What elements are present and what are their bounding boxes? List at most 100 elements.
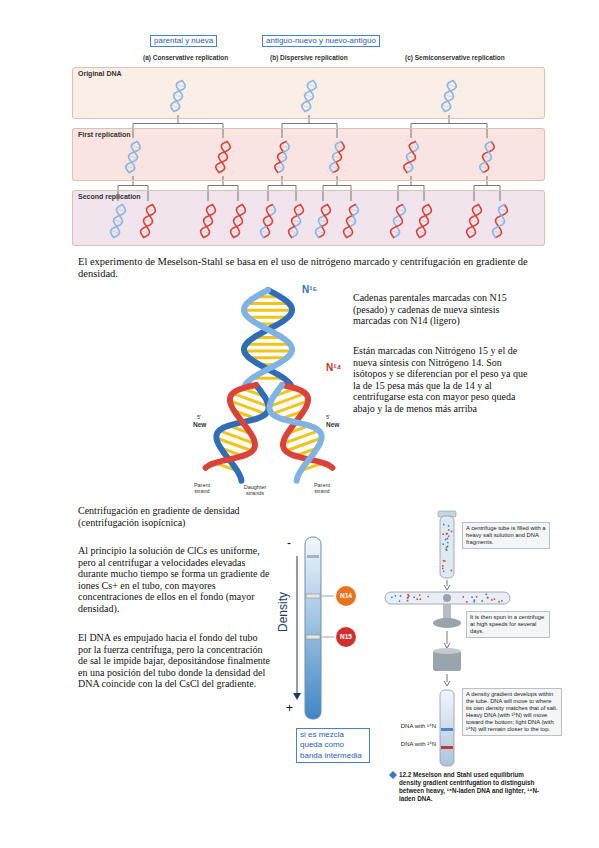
dna-strand bbox=[244, 290, 292, 385]
base-pair bbox=[319, 220, 328, 222]
dna-strand bbox=[139, 203, 156, 238]
dna-helix bbox=[125, 140, 142, 173]
dna-helix bbox=[263, 378, 333, 481]
body-paragraph: El DNA es empujado hacia el fondo del tu… bbox=[78, 632, 273, 690]
dna-strand bbox=[465, 203, 482, 238]
dna-helix bbox=[389, 203, 406, 238]
dna-strand bbox=[125, 140, 142, 173]
dna-strand bbox=[109, 203, 126, 238]
dna-fragment bbox=[491, 599, 493, 601]
dna-strand bbox=[170, 79, 187, 112]
density-arrow bbox=[297, 556, 298, 694]
isotope-circle: N14 bbox=[336, 586, 356, 606]
dna-strand bbox=[274, 161, 281, 172]
base-pair bbox=[322, 209, 331, 211]
dna-fragment bbox=[493, 598, 495, 600]
node-text: Original DNA bbox=[78, 70, 539, 78]
dna-strand bbox=[322, 216, 329, 228]
annotation-box: parental y nueva bbox=[150, 35, 217, 47]
base-pair bbox=[231, 231, 240, 233]
base-pair bbox=[420, 220, 429, 222]
base-pair bbox=[404, 166, 413, 168]
strand-label: Parent strand bbox=[306, 482, 338, 495]
base-pair bbox=[174, 95, 183, 97]
dna-strand bbox=[244, 290, 292, 385]
base-pair bbox=[244, 309, 292, 312]
dna-helix bbox=[274, 140, 291, 173]
dna-strand bbox=[441, 79, 458, 112]
stage-band: Second replication bbox=[72, 190, 545, 246]
axis-label: Density bbox=[277, 592, 291, 632]
dna-strand bbox=[276, 151, 283, 162]
dna-strand bbox=[389, 203, 406, 238]
dna-strand bbox=[317, 214, 324, 226]
rotor-base bbox=[433, 618, 461, 628]
callout-box: A density gradient develops within the t… bbox=[462, 688, 562, 736]
base-pair bbox=[333, 156, 342, 158]
band-fill bbox=[72, 67, 545, 119]
base-pair bbox=[485, 146, 494, 148]
band-label: DNA with ¹⁴N bbox=[376, 723, 436, 730]
dna-strand bbox=[259, 225, 266, 237]
centrifuge-lid bbox=[433, 648, 461, 654]
dna-fragment bbox=[448, 535, 450, 537]
light-dna-band bbox=[441, 728, 453, 731]
dna-strand bbox=[336, 152, 343, 163]
axis-sign: + bbox=[286, 702, 293, 716]
dna-band bbox=[306, 594, 320, 598]
dna-strand bbox=[199, 203, 216, 238]
dna-strand bbox=[281, 152, 288, 163]
dna-fragment bbox=[481, 600, 483, 602]
base-pair bbox=[350, 209, 359, 211]
dna-helix bbox=[229, 203, 246, 238]
dna-helix bbox=[287, 203, 304, 238]
dna-fragment bbox=[407, 600, 409, 602]
stage-band: Original DNA bbox=[72, 67, 545, 119]
base-pair bbox=[470, 220, 479, 222]
base-pair bbox=[171, 105, 180, 107]
dna-helix bbox=[244, 290, 292, 385]
dna-strand bbox=[352, 205, 359, 217]
dna-strand bbox=[479, 140, 496, 173]
branch-bracket bbox=[268, 176, 296, 201]
dna-strand bbox=[109, 203, 126, 238]
dna-strand bbox=[403, 140, 420, 173]
base-pair bbox=[391, 231, 400, 233]
dna-fragment bbox=[407, 594, 409, 596]
base-pair bbox=[316, 231, 325, 233]
node-text: si es mezcla queda como banda intermedia bbox=[300, 730, 366, 761]
base-pair bbox=[275, 166, 284, 168]
dna-strand bbox=[331, 151, 338, 162]
base-pair bbox=[261, 231, 270, 233]
dna-fragment bbox=[442, 533, 444, 535]
dna-fragment bbox=[400, 595, 402, 597]
base-pair bbox=[144, 220, 153, 222]
dna-strand bbox=[264, 226, 271, 238]
rotor-hub bbox=[443, 594, 451, 602]
dna-helix bbox=[301, 79, 318, 112]
dna-strand bbox=[415, 203, 432, 238]
base-pair bbox=[264, 220, 273, 222]
dna-helix bbox=[139, 203, 156, 238]
base-pair bbox=[347, 220, 356, 222]
dna-helix bbox=[259, 203, 276, 238]
base-pair bbox=[117, 209, 126, 211]
node-text: Second replication bbox=[78, 193, 539, 201]
dna-fragment bbox=[451, 531, 453, 533]
body-paragraph: Están marcadas con Nitrógeno 15 y el de … bbox=[353, 345, 528, 414]
strand-label: New bbox=[193, 421, 206, 428]
dna-strand bbox=[267, 216, 274, 228]
base-pair bbox=[237, 209, 246, 211]
dna-fragment bbox=[473, 599, 475, 601]
base-pair bbox=[496, 220, 505, 222]
dna-fragment bbox=[466, 601, 468, 603]
base-pair bbox=[201, 231, 210, 233]
dna-fragment bbox=[442, 567, 444, 569]
dna-helix bbox=[199, 203, 216, 238]
base-pair bbox=[335, 146, 344, 148]
dna-band bbox=[306, 635, 320, 639]
dna-strand bbox=[279, 140, 286, 151]
base-pair bbox=[480, 166, 489, 168]
dna-strand bbox=[347, 226, 354, 238]
base-pair bbox=[493, 231, 502, 233]
